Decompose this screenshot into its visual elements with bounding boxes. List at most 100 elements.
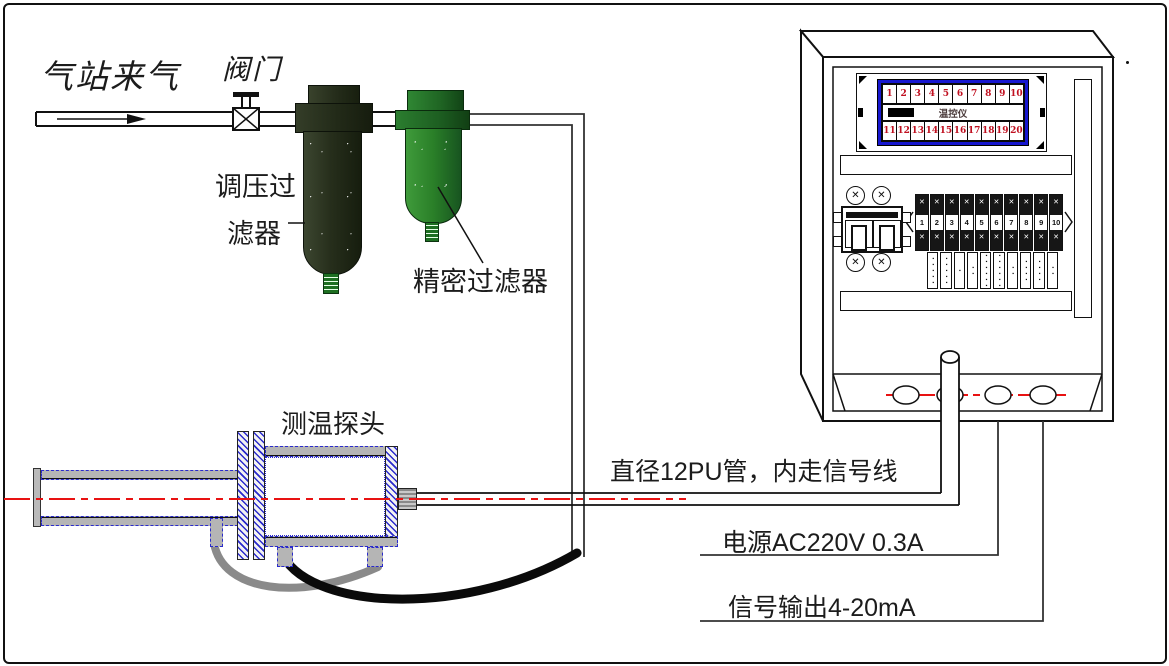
terminal-number: 9 [1035,215,1048,230]
terminal-number: 8 [1020,215,1033,230]
display-digit: 7 [967,85,981,103]
probe-end-cap [33,468,41,527]
probe-outlet-fitting [398,488,417,510]
gas-source-label: 气站来气 [40,58,180,95]
display-title: 温控仪 [938,109,968,120]
display-digit: 6 [953,85,967,103]
terminal-screw-icon: ✕ [960,230,973,250]
temp-probe-label: 测温探头 [281,409,386,439]
terminal-screw-icon: ✕ [930,230,943,250]
terminal-number: 6 [990,215,1003,230]
valve-label: 阀门 [222,54,283,85]
gray-hose [210,539,382,592]
display-digit: 12 [897,122,911,140]
terminal-tag: ▪▪ [1006,252,1019,289]
display-digit: 9 [995,85,1009,103]
pu-tube-label: 直径12PU管，内走信号线 [610,458,898,486]
display-digit: 17 [967,122,981,140]
display-digit: 15 [939,122,953,140]
precision-filter-cap [407,90,464,112]
precision-filter-head [395,110,470,130]
breaker-toggle [879,225,895,251]
display-digit: 3 [911,85,925,103]
terminal-number: 10 [1050,215,1063,230]
plate-side-mark [1040,108,1045,117]
terminal: ✕8✕ [1019,194,1034,251]
breaker-tab [833,236,842,247]
terminal: ✕9✕ [1034,194,1049,251]
terminal-tag: ▪▪▪▪▪▪ [993,252,1005,289]
breaker-tab [902,212,911,223]
corner-clip-icon [859,76,867,84]
terminal: ✕10✕ [1049,194,1064,251]
terminal-tag: ▪▪▪▪▪▪ [980,252,992,289]
display-digit: 2 [897,85,911,103]
pu-tube [417,350,960,506]
probe-flange-front [237,431,249,560]
breaker-screw-icon: ✕ [872,186,891,205]
display-window [888,108,914,117]
terminal-screw-icon: ✕ [916,230,928,250]
terminal: ✕2✕ [929,194,944,251]
regulator-filter-drain [323,273,339,294]
gland-plate [832,373,1103,412]
probe-tube-top-wall [41,470,238,480]
corner-clip-icon [1036,76,1044,84]
terminal-tag: ▪▪▪▪▪ [940,252,952,289]
terminal-tag: ▪▪▪▪▪ [927,252,939,289]
terminal-screw-icon: ✕ [975,195,988,215]
power-label: 电源AC220V 0.3A [722,529,924,557]
breaker-tab [902,236,911,247]
circuit-breaker [841,206,903,253]
terminal: ✕4✕ [959,194,974,251]
terminal-number: 3 [945,215,958,230]
terminal-number: 1 [916,215,928,230]
terminal-screw-icon: ✕ [1020,230,1033,250]
terminal-screw-icon: ✕ [990,195,1003,215]
display-digit: 13 [911,122,925,140]
breaker-pole [845,220,873,251]
terminal-tag: ▪▪▪▪ [1020,252,1032,289]
breaker-screw-icon: ✕ [846,186,865,205]
plate-side-mark [858,108,863,117]
display-digit: 11 [883,122,897,140]
display-digit: 16 [953,122,967,140]
leader-lines [700,421,1044,622]
terminal-tag-row: ▪▪▪▪▪▪▪▪▪▪▪▪▪▪▪▪▪▪▪▪▪▪▪▪▪▪▪▪▪▪▪▪▪▪▪▪▪ [927,252,1058,289]
terminal-screw-icon: ✕ [1050,195,1063,215]
terminal-screw-icon: ✕ [1050,230,1063,250]
breaker-screw-icon: ✕ [872,253,891,272]
terminal-number: 4 [960,215,973,230]
breaker-tab [833,212,842,223]
flow-arrow-icon [57,114,146,124]
terminal-number: 7 [1005,215,1018,230]
terminal-screw-icon: ✕ [930,195,943,215]
precision-filter-label: 精密过滤器 [413,267,548,297]
display-digit: 19 [995,122,1009,140]
display-digit: 10 [1009,85,1023,103]
terminal-tag: ▪ [953,252,965,289]
wire-duct-right [1074,79,1092,318]
regulator-filter-head [295,103,373,133]
terminal-screw-icon: ✕ [945,195,958,215]
terminal-screw-icon: ✕ [1035,230,1048,250]
probe-tube-bottom-wall [41,516,238,526]
display-digit: 5 [939,85,953,103]
terminal-screw-icon: ✕ [1005,195,1018,215]
terminal-screw-icon: ✕ [1020,195,1033,215]
terminal-tag: ▪▪▪▪ [1033,252,1045,289]
display-center-strip: 温控仪 [883,105,1023,120]
signal-output-label: 信号输出4-20mA [728,594,916,622]
valve-symbol [232,92,260,131]
drawing-frame [3,3,1167,664]
breaker-toggle [851,225,867,251]
terminal-number: 5 [975,215,988,230]
air-tube-to-probe [468,113,585,557]
probe-housing-top-wall [265,446,398,457]
precision-filter-drain [425,222,439,242]
